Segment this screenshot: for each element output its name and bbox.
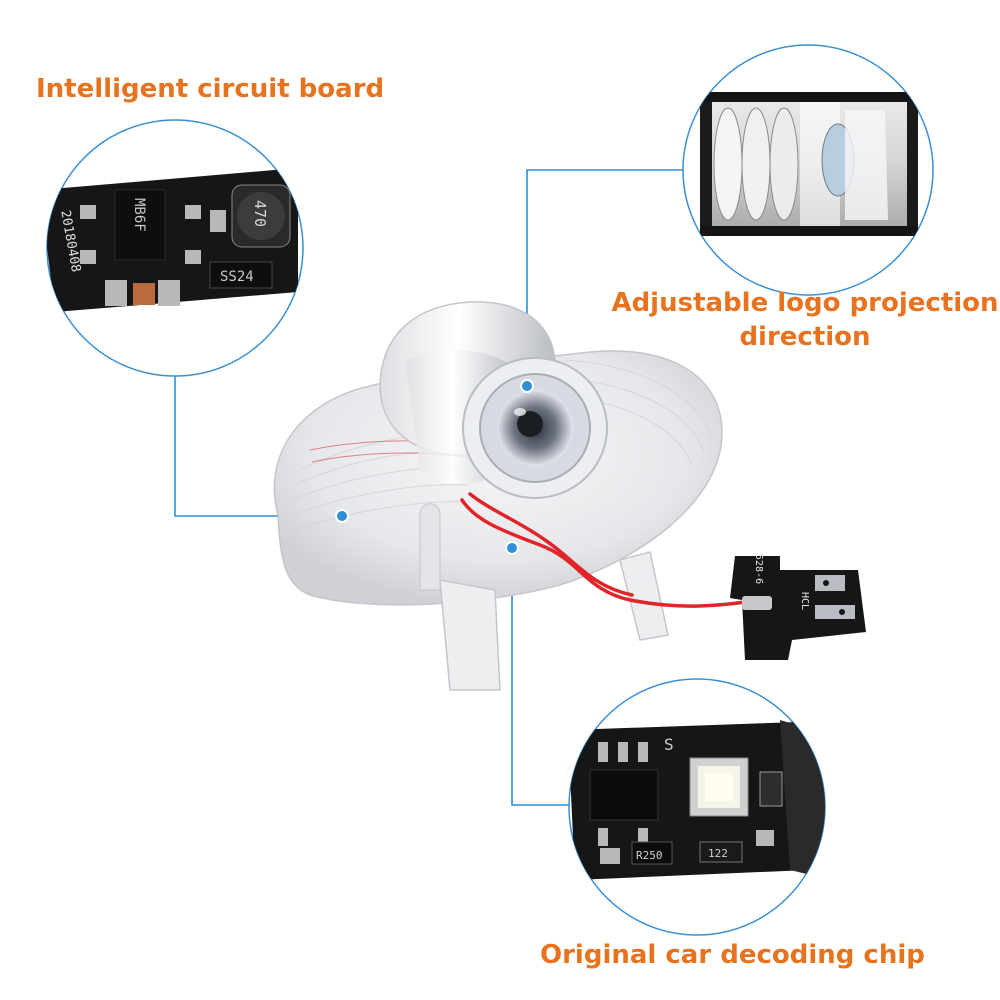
inductor-label: 470 [251, 200, 269, 227]
inset-decoding-chip: R250 122 S [568, 678, 826, 936]
label-intelligent-circuit-board: Intelligent circuit board [36, 74, 385, 104]
pcb-side-marking: S [664, 735, 674, 754]
connector-marking: 528-6 [753, 554, 764, 584]
connector-pcb: 528-6 HCL [730, 554, 866, 660]
leader-dots [335, 379, 534, 555]
label-projection-line2: direction [739, 322, 871, 352]
red-wire [460, 492, 762, 608]
leader-projection [526, 169, 683, 384]
bridge-chip-label: MB6F [131, 198, 147, 232]
dot-chip [505, 541, 519, 555]
connector-side-marking: HCL [799, 592, 810, 610]
label-projection-line1: Adjustable logo projection [611, 288, 999, 318]
inset-lens-assembly [682, 44, 934, 296]
leader-chip [511, 548, 569, 806]
diode-label: SS24 [220, 269, 254, 285]
resistor-label: R250 [636, 849, 663, 862]
label-decoding-chip: Original car decoding chip [540, 940, 925, 970]
dot-circuit [335, 509, 349, 523]
label-adjustable-projection: Adjustable logo projection direction [610, 286, 1000, 354]
inset-circuit-board: MB6F 470 SS24 20180408 [46, 119, 304, 377]
dot-projection [520, 379, 534, 393]
cap-label: 122 [708, 847, 728, 860]
projector-housing [273, 301, 723, 691]
